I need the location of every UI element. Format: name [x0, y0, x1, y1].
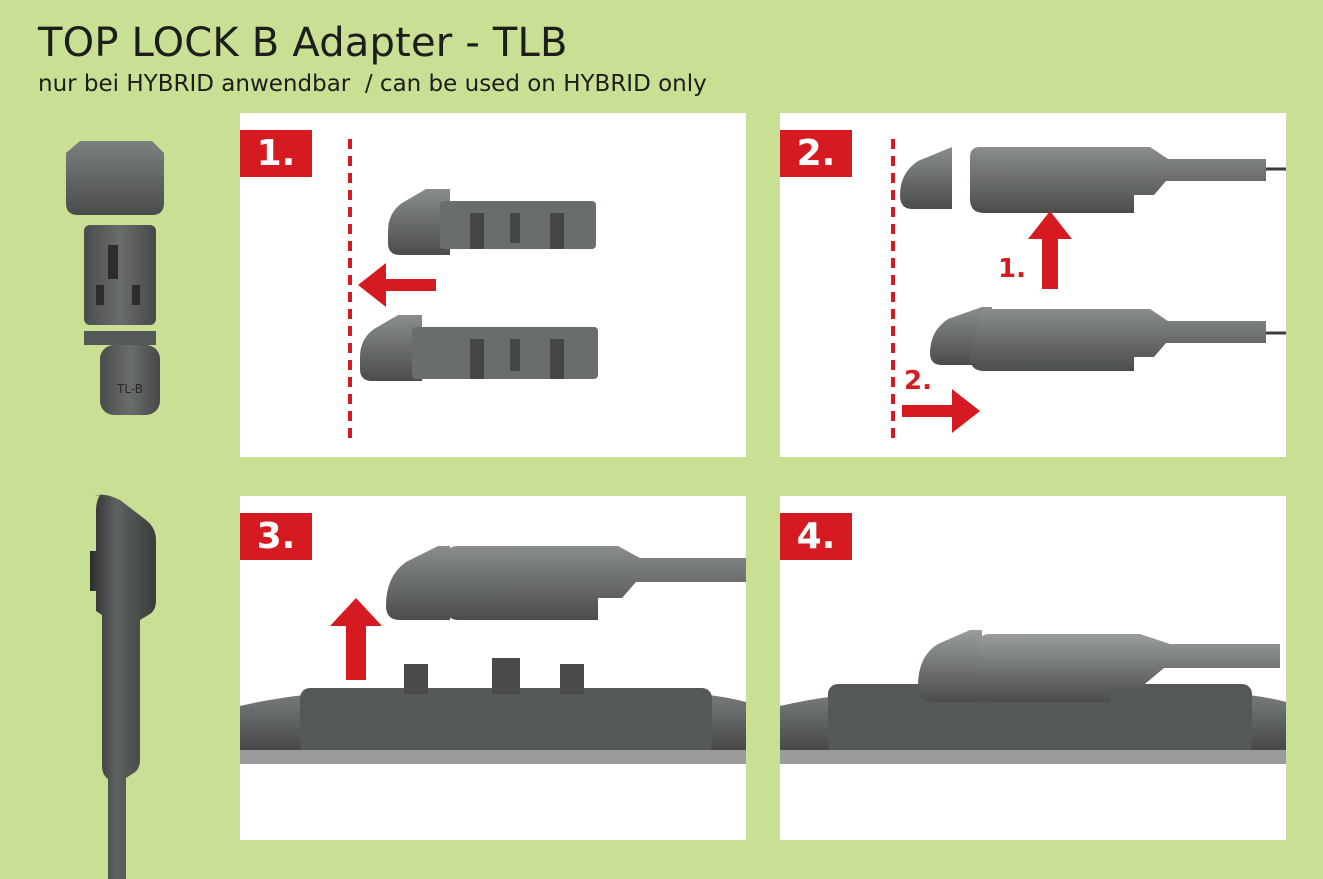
step-2-panel: 2. 1. 2.	[780, 113, 1286, 457]
adapter-bottom	[360, 315, 598, 381]
adapter-with-arm-top	[900, 147, 1286, 213]
adapter-top	[388, 189, 596, 255]
adapter-front-view: TL-B	[66, 141, 164, 415]
sub-step-1-label: 1.	[998, 254, 1026, 284]
adapter-with-arm-bottom	[930, 307, 1286, 371]
step-3-panel: 3.	[240, 496, 746, 840]
wiper-blade-assembled	[780, 630, 1286, 764]
arrow-right	[902, 389, 980, 433]
sub-step-2-label: 2.	[904, 366, 932, 396]
step-1-panel: 1.	[240, 113, 746, 457]
step-4-panel: 4.	[780, 496, 1286, 840]
arrow-left	[358, 263, 436, 307]
arrow-up	[1028, 211, 1072, 289]
adapter-side-view	[90, 494, 156, 879]
page-title: TOP LOCK B Adapter - TLB	[38, 20, 568, 66]
wiper-blade	[240, 658, 746, 764]
adapter-label: TL-B	[116, 382, 143, 396]
arrow-up	[330, 598, 382, 680]
adapter-with-arm	[386, 546, 746, 620]
step-badge-4: 4.	[780, 513, 852, 560]
step-badge-1: 1.	[240, 130, 312, 177]
page-subtitle: nur bei HYBRID anwendbar / can be used o…	[38, 71, 707, 97]
step-badge-2: 2.	[780, 130, 852, 177]
step-badge-3: 3.	[240, 513, 312, 560]
